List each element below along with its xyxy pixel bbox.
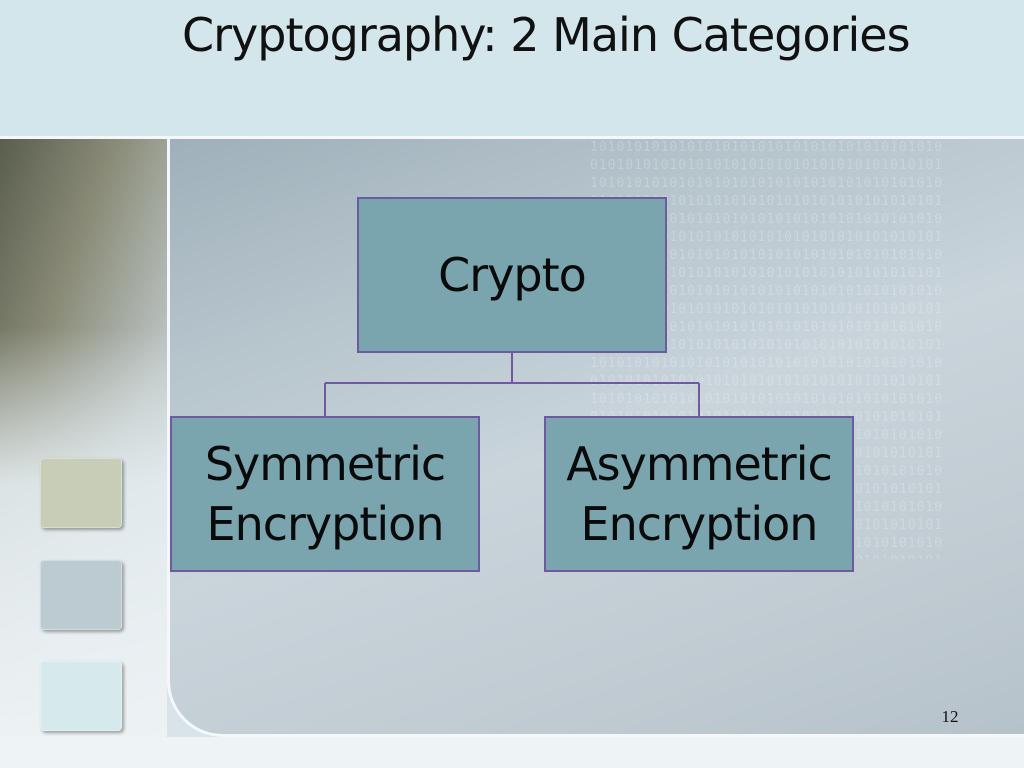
node-label-line: Encryption: [580, 497, 819, 551]
slide-header: [0, 0, 1024, 136]
decor-swatch-aqua: [40, 661, 122, 731]
slide-title: Cryptography: 2 Main Categories: [182, 8, 911, 62]
node-label: Asymmetric Encryption: [566, 434, 833, 554]
node-label-line: Encryption: [206, 497, 445, 551]
header-divider: [0, 136, 1024, 139]
bottom-strip: [0, 737, 1024, 768]
node-label-line: Asymmetric: [566, 437, 833, 491]
decor-swatch-slate: [40, 560, 122, 630]
node-label: Symmetric Encryption: [204, 434, 446, 554]
diagram-node-asymmetric-encryption: Asymmetric Encryption: [544, 416, 854, 572]
node-label-line: Symmetric: [204, 437, 446, 491]
page-number: 12: [941, 707, 959, 726]
diagram-node-crypto: Crypto: [357, 197, 667, 353]
decor-swatch-olive: [40, 458, 122, 528]
node-label: Crypto: [438, 248, 587, 302]
diagram-node-symmetric-encryption: Symmetric Encryption: [170, 416, 480, 572]
